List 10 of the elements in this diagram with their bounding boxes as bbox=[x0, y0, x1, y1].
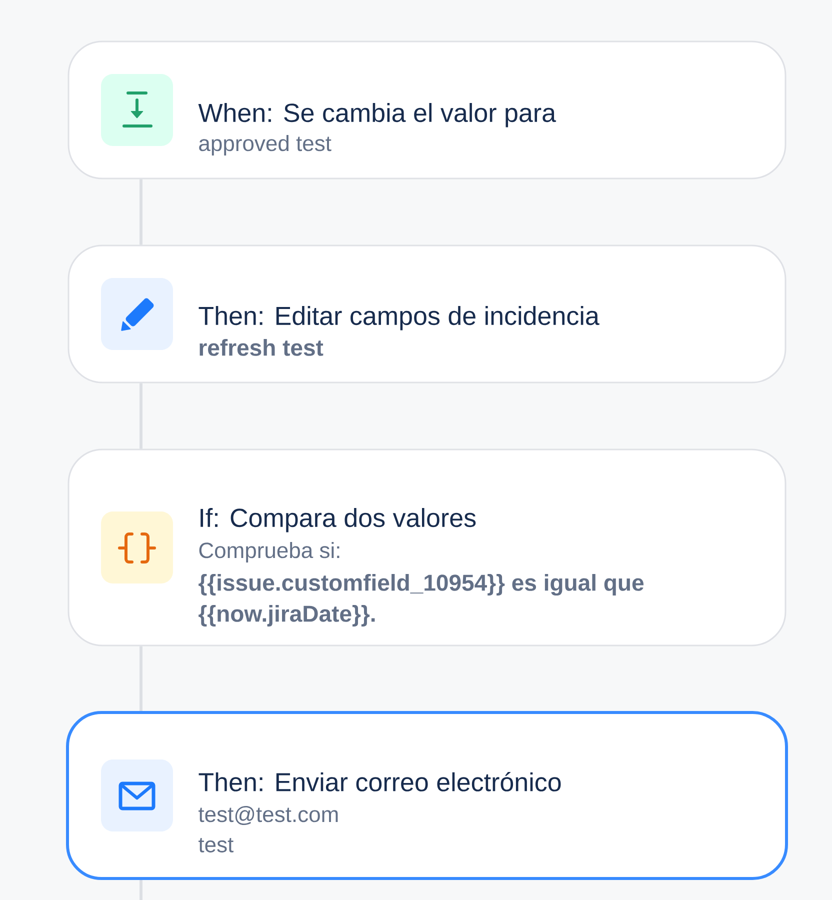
step-detail: approved test bbox=[199, 135, 332, 156]
step-title: When: Se cambia el valor para bbox=[198, 103, 556, 128]
step-detail: {{issue.customfield_10954}} es igual que {{now.jiraDate}}. bbox=[198, 574, 644, 626]
step-detail: test bbox=[198, 838, 234, 852]
step-title: Then: Editar campos de incidencia bbox=[198, 306, 600, 330]
step-detail: refresh test bbox=[200, 339, 324, 356]
step-title: If: Compara dos valores bbox=[200, 508, 476, 532]
step-detail: Comprueba si: bbox=[199, 542, 340, 562]
step-title: Then: Enviar correo electrónico bbox=[198, 772, 561, 792]
step-detail: test@test.com bbox=[198, 806, 338, 825]
